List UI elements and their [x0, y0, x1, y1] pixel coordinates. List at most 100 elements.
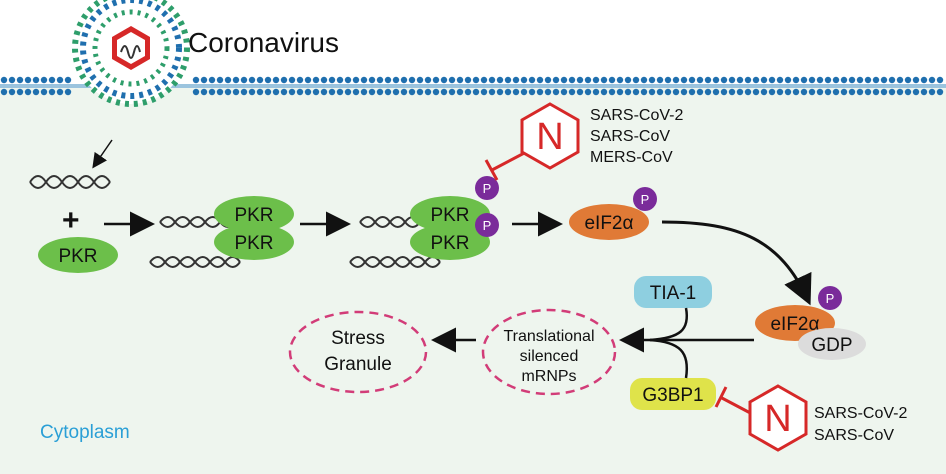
lipid-head: [440, 88, 448, 96]
lipid-head: [264, 76, 272, 84]
lipid-head: [224, 88, 232, 96]
lipid-head: [936, 88, 944, 96]
lipid-head: [544, 76, 552, 84]
lipid-head: [24, 76, 32, 84]
lipid-head: [832, 88, 840, 96]
n-protein-top-hexagon: [520, 102, 580, 170]
lipid-head: [936, 76, 944, 84]
n-protein-bottom-hexagon: [748, 384, 808, 452]
lipid-head: [512, 76, 520, 84]
lipid-head: [368, 88, 376, 96]
lipid-head: [672, 88, 680, 96]
mrnp-line1: Translational: [503, 328, 594, 345]
lipid-head: [840, 76, 848, 84]
tia1-node: [634, 276, 712, 308]
lipid-head: [512, 88, 520, 96]
arrow-gdp-binding: [661, 220, 812, 306]
lipid-head: [304, 88, 312, 96]
lipid-head: [592, 88, 600, 96]
eif2a-gdp-label: eIF2α: [770, 314, 819, 335]
lipid-head: [424, 76, 432, 84]
lipid-head: [400, 76, 408, 84]
lipid-head: [312, 76, 320, 84]
g3bp1-connector: [649, 338, 689, 379]
lipid-head: [256, 88, 264, 96]
lipid-head: [432, 76, 440, 84]
lipid-head: [720, 88, 728, 96]
lipid-head: [584, 76, 592, 84]
lipid-head: [632, 88, 640, 96]
lipid-head: [264, 88, 272, 96]
inhibition-bar-bottom: [714, 386, 728, 408]
lipid-head: [680, 76, 688, 84]
lipid-head: [704, 76, 712, 84]
stress-granule-outline: [288, 310, 428, 394]
lipid-head: [496, 88, 504, 96]
g3bp1-node: [630, 378, 716, 410]
lipid-head: [320, 88, 328, 96]
lipid-head: [344, 88, 352, 96]
lipid-head: [16, 88, 24, 96]
pkr-free-label: PKR: [58, 246, 97, 267]
lipid-head: [392, 88, 400, 96]
lipid-head: [544, 88, 552, 96]
lipid-head: [320, 76, 328, 84]
lipid-head: [640, 88, 648, 96]
lipid-head: [744, 88, 752, 96]
pkr-active-bottom-node: [410, 224, 490, 260]
cytoplasm-label: Cytoplasm: [40, 422, 130, 443]
pkr-active-bottom-label: PKR: [430, 233, 469, 254]
lipid-head: [656, 88, 664, 96]
lipid-head: [272, 76, 280, 84]
lipid-head: [352, 76, 360, 84]
lipid-head: [192, 88, 200, 96]
lipid-head: [768, 76, 776, 84]
lipid-head: [872, 88, 880, 96]
lipid-head: [920, 76, 928, 84]
n-protein-top-label: N: [536, 116, 563, 158]
lipid-head: [32, 76, 40, 84]
inhibitor-top-2: SARS-CoV: [590, 128, 670, 145]
lipid-head: [232, 76, 240, 84]
lipid-head: [272, 88, 280, 96]
lipid-head: [904, 88, 912, 96]
g3bp1-label: G3BP1: [642, 385, 703, 406]
pkr-dimer-bottom-node: [214, 224, 294, 260]
lipid-head: [624, 88, 632, 96]
lipid-head: [360, 88, 368, 96]
lipid-head: [416, 88, 424, 96]
stress-granule-line2: Granule: [324, 354, 392, 375]
lipid-head: [784, 88, 792, 96]
eif2a-phospho-badge: [633, 187, 657, 211]
lipid-head: [240, 88, 248, 96]
lipid-head: [288, 88, 296, 96]
lipid-head: [768, 88, 776, 96]
tia1-label: TIA-1: [650, 283, 696, 304]
lipid-head: [384, 76, 392, 84]
inhibitor-bottom-2: SARS-CoV: [814, 427, 894, 444]
lipid-head: [536, 76, 544, 84]
lipid-head: [432, 88, 440, 96]
lipid-head: [864, 88, 872, 96]
lipid-head: [640, 76, 648, 84]
lipid-head: [728, 88, 736, 96]
lipid-head: [600, 88, 608, 96]
lipid-head: [448, 76, 456, 84]
lipid-head: [256, 76, 264, 84]
gdp-node: [798, 328, 866, 360]
eif2a-gdp-phospho-badge: [818, 286, 842, 310]
stress-granule-line1: Stress: [331, 328, 385, 349]
lipid-head: [888, 76, 896, 84]
lipid-head: [480, 88, 488, 96]
lipid-head: [416, 76, 424, 84]
lipid-head: [16, 76, 24, 84]
lipid-head: [520, 88, 528, 96]
lipid-head: [8, 88, 16, 96]
lipid-head: [896, 88, 904, 96]
lipid-head: [928, 76, 936, 84]
lipid-head: [656, 76, 664, 84]
tia1-connector: [649, 307, 689, 342]
lipid-head: [232, 88, 240, 96]
